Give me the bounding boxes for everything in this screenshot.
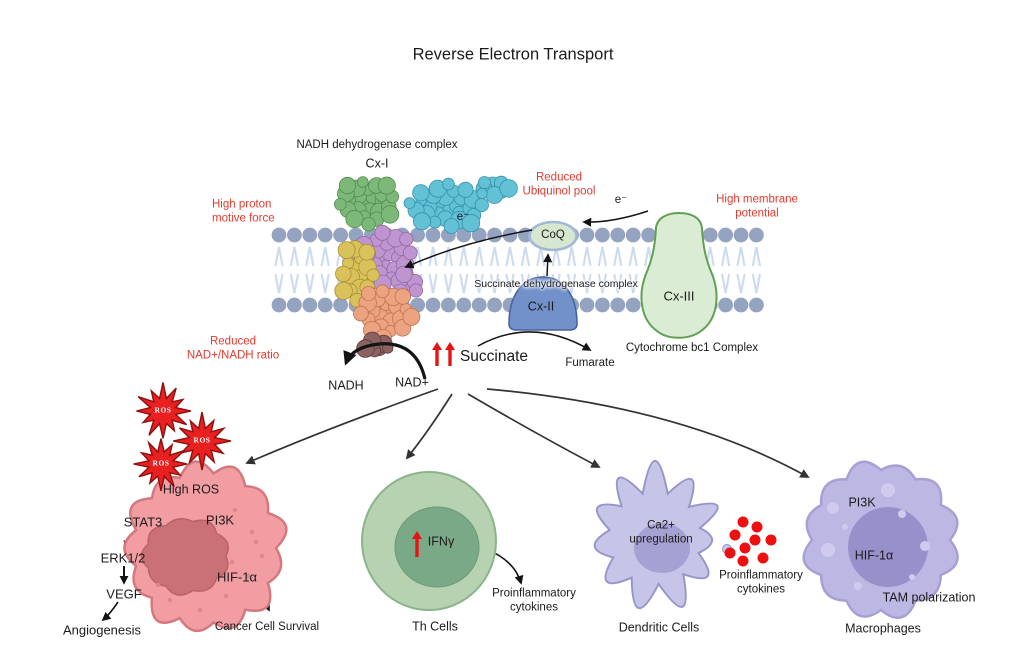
ros-burst-label: ROS: [152, 458, 170, 468]
ros-burst-label: ROS: [193, 435, 211, 445]
ros-burst-icon: [133, 382, 232, 492]
label-high-membrane-potential: High membrane potential: [716, 193, 798, 219]
label-reduced-nad-nadh-ratio: Reduced NAD+/NADH ratio: [186, 335, 280, 361]
complex-2-shape: [508, 276, 578, 331]
label-vegf: VEGF: [106, 586, 142, 602]
label-succinate-dehydrogenase-complex: Succinate dehydrogenase complex: [474, 277, 638, 290]
th-cell-shape: [361, 471, 497, 611]
label-proinflammatory-th: Proinflammatory cytokines: [492, 587, 576, 613]
complex-3-shape: [640, 211, 718, 339]
label-electron-cx3: e⁻: [614, 194, 628, 207]
label-nad-plus: NAD+: [395, 375, 429, 390]
label-tam-polarization: TAM polarization: [882, 590, 976, 605]
label-nadh-dehydrogenase-complex: NADH dehydrogenase complex: [296, 139, 458, 152]
label-cx2: Cx-II: [527, 299, 555, 314]
label-pi3k-cancer: PI3K: [205, 512, 235, 528]
label-dendritic-cells: Dendritic Cells: [618, 620, 700, 635]
label-hif1a-macrophage: HIF-1α: [854, 548, 894, 563]
dendritic-cell-shape: [593, 459, 732, 610]
label-pi3k-macrophage: PI3K: [848, 495, 876, 510]
coq-molecule: [528, 220, 578, 252]
label-succinate: Succinate: [459, 347, 529, 365]
label-coq: CoQ: [541, 229, 565, 242]
red-dots-cytokines: [724, 516, 777, 567]
label-ca2-upregulation: Ca2+ upregulation: [629, 519, 693, 545]
label-ifng: IFNγ: [427, 534, 455, 549]
label-reduced-ubiquinol-pool: Reduced Ubiquinol pool: [522, 171, 596, 197]
label-nadh: NADH: [328, 378, 364, 393]
complex-1-blob: [333, 175, 518, 358]
macrophage-shape: [802, 460, 959, 620]
cancer-cell-shape: [123, 460, 288, 633]
label-cancer-cell-survival: Cancer Cell Survival: [214, 621, 320, 634]
ros-burst-label: ROS: [154, 405, 172, 415]
label-angiogenesis: Angiogenesis: [62, 622, 142, 638]
page-title: Reverse Electron Transport: [412, 45, 614, 64]
label-th-cells: Th Cells: [412, 619, 458, 634]
label-erk12: ERK1/2: [100, 550, 146, 566]
label-high-proton-motive-force: High proton motive force: [212, 198, 275, 225]
label-macrophages: Macrophages: [845, 621, 921, 636]
label-cx1: Cx-I: [365, 156, 389, 171]
label-cytochrome-bc1: Cytochrome bc1 Complex: [625, 342, 759, 355]
label-proinflammatory-dc: Proinflammatory cytokines: [719, 569, 803, 595]
label-fumarate: Fumarate: [565, 357, 615, 370]
label-cx3: Cx-III: [663, 288, 695, 304]
label-electron-cx1: e⁻: [456, 211, 470, 224]
red-up-arrows-icon: [412, 342, 455, 557]
label-stat3: STAT3: [123, 514, 163, 530]
label-high-ros: High ROS: [162, 482, 220, 497]
label-hif1a-cancer: HIF-1α: [216, 569, 258, 585]
